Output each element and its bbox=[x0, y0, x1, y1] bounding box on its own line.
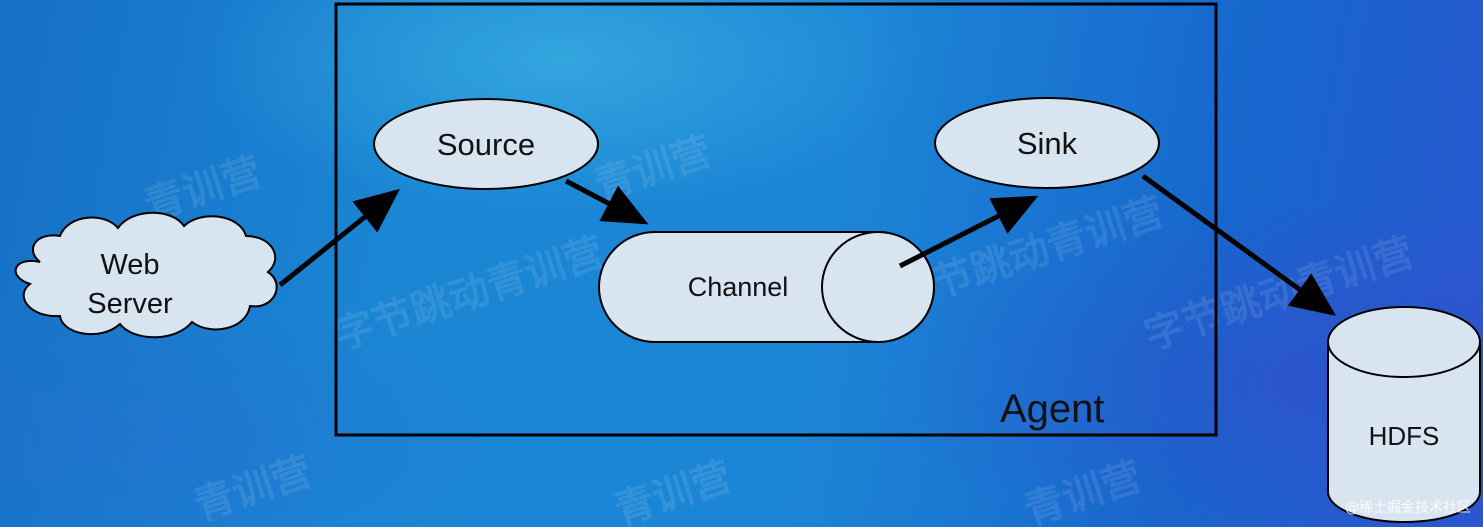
channel-node bbox=[598, 231, 935, 343]
sink-node bbox=[934, 97, 1160, 189]
watermark-text: 青训营 bbox=[1019, 454, 1147, 527]
watermark-text: 青训营 bbox=[589, 129, 717, 210]
sink-label: Sink bbox=[1017, 126, 1078, 161]
hdfs-node bbox=[1327, 306, 1481, 523]
watermark-text: 字节跳动青训营 bbox=[329, 229, 610, 359]
watermark-text: 青训营 bbox=[609, 454, 737, 527]
watermark-text: 青训营 bbox=[189, 449, 317, 527]
web-server-cloud bbox=[14, 211, 278, 339]
agent-box bbox=[334, 2, 1218, 437]
source-label: Source bbox=[437, 127, 535, 162]
web-server-label: Server bbox=[87, 288, 173, 320]
channel-label: Channel bbox=[688, 272, 789, 302]
arrow-webserver-to-source bbox=[278, 188, 400, 287]
web-server-label: Web bbox=[100, 249, 159, 281]
arrow-source-to-channel bbox=[564, 178, 649, 225]
source-credit: @稀土掘金技术社区 bbox=[1345, 500, 1471, 516]
agent-label: Agent bbox=[1000, 387, 1105, 431]
arrow-channel-to-sink bbox=[898, 195, 1039, 269]
source-node bbox=[373, 98, 599, 190]
hdfs-label: HDFS bbox=[1369, 421, 1440, 451]
arrow-sink-to-hdfs bbox=[1141, 173, 1337, 316]
